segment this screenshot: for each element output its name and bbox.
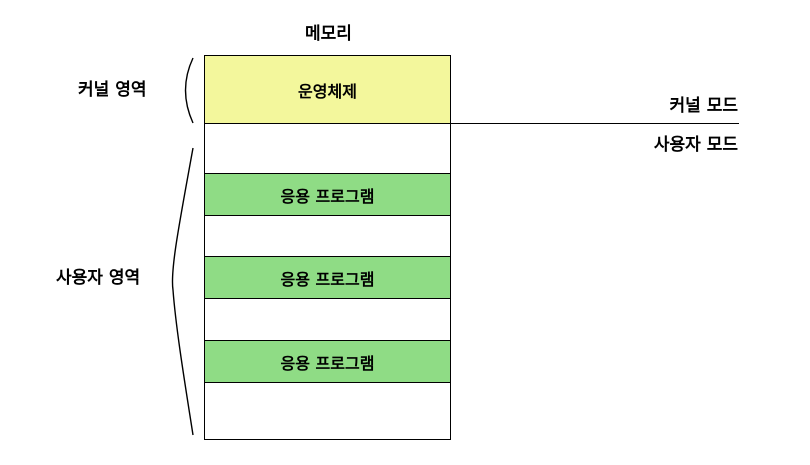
app-block-label: 응용 프로그램: [280, 353, 375, 373]
os-block-label: 운영체제: [298, 81, 357, 101]
kernel-mode-label: 커널 모드: [669, 96, 738, 116]
user-area-label: 사용자 영역: [56, 268, 141, 288]
user-mode-label: 사용자 모드: [653, 135, 738, 155]
kernel-area-label: 커널 영역: [78, 80, 147, 100]
app-block: 응용 프로그램: [205, 340, 450, 383]
os-block: 운영체제: [205, 56, 450, 124]
mode-divider-line: [451, 123, 739, 124]
kernel-area-brace: [184, 57, 194, 124]
user-area-brace: [171, 147, 194, 436]
app-block: 응용 프로그램: [205, 173, 450, 216]
app-block: 응용 프로그램: [205, 256, 450, 299]
app-block-label: 응용 프로그램: [280, 269, 375, 289]
memory-column: 운영체제 응용 프로그램 응용 프로그램 응용 프로그램: [204, 55, 451, 440]
app-block-label: 응용 프로그램: [280, 186, 375, 206]
memory-title: 메모리: [305, 24, 352, 44]
